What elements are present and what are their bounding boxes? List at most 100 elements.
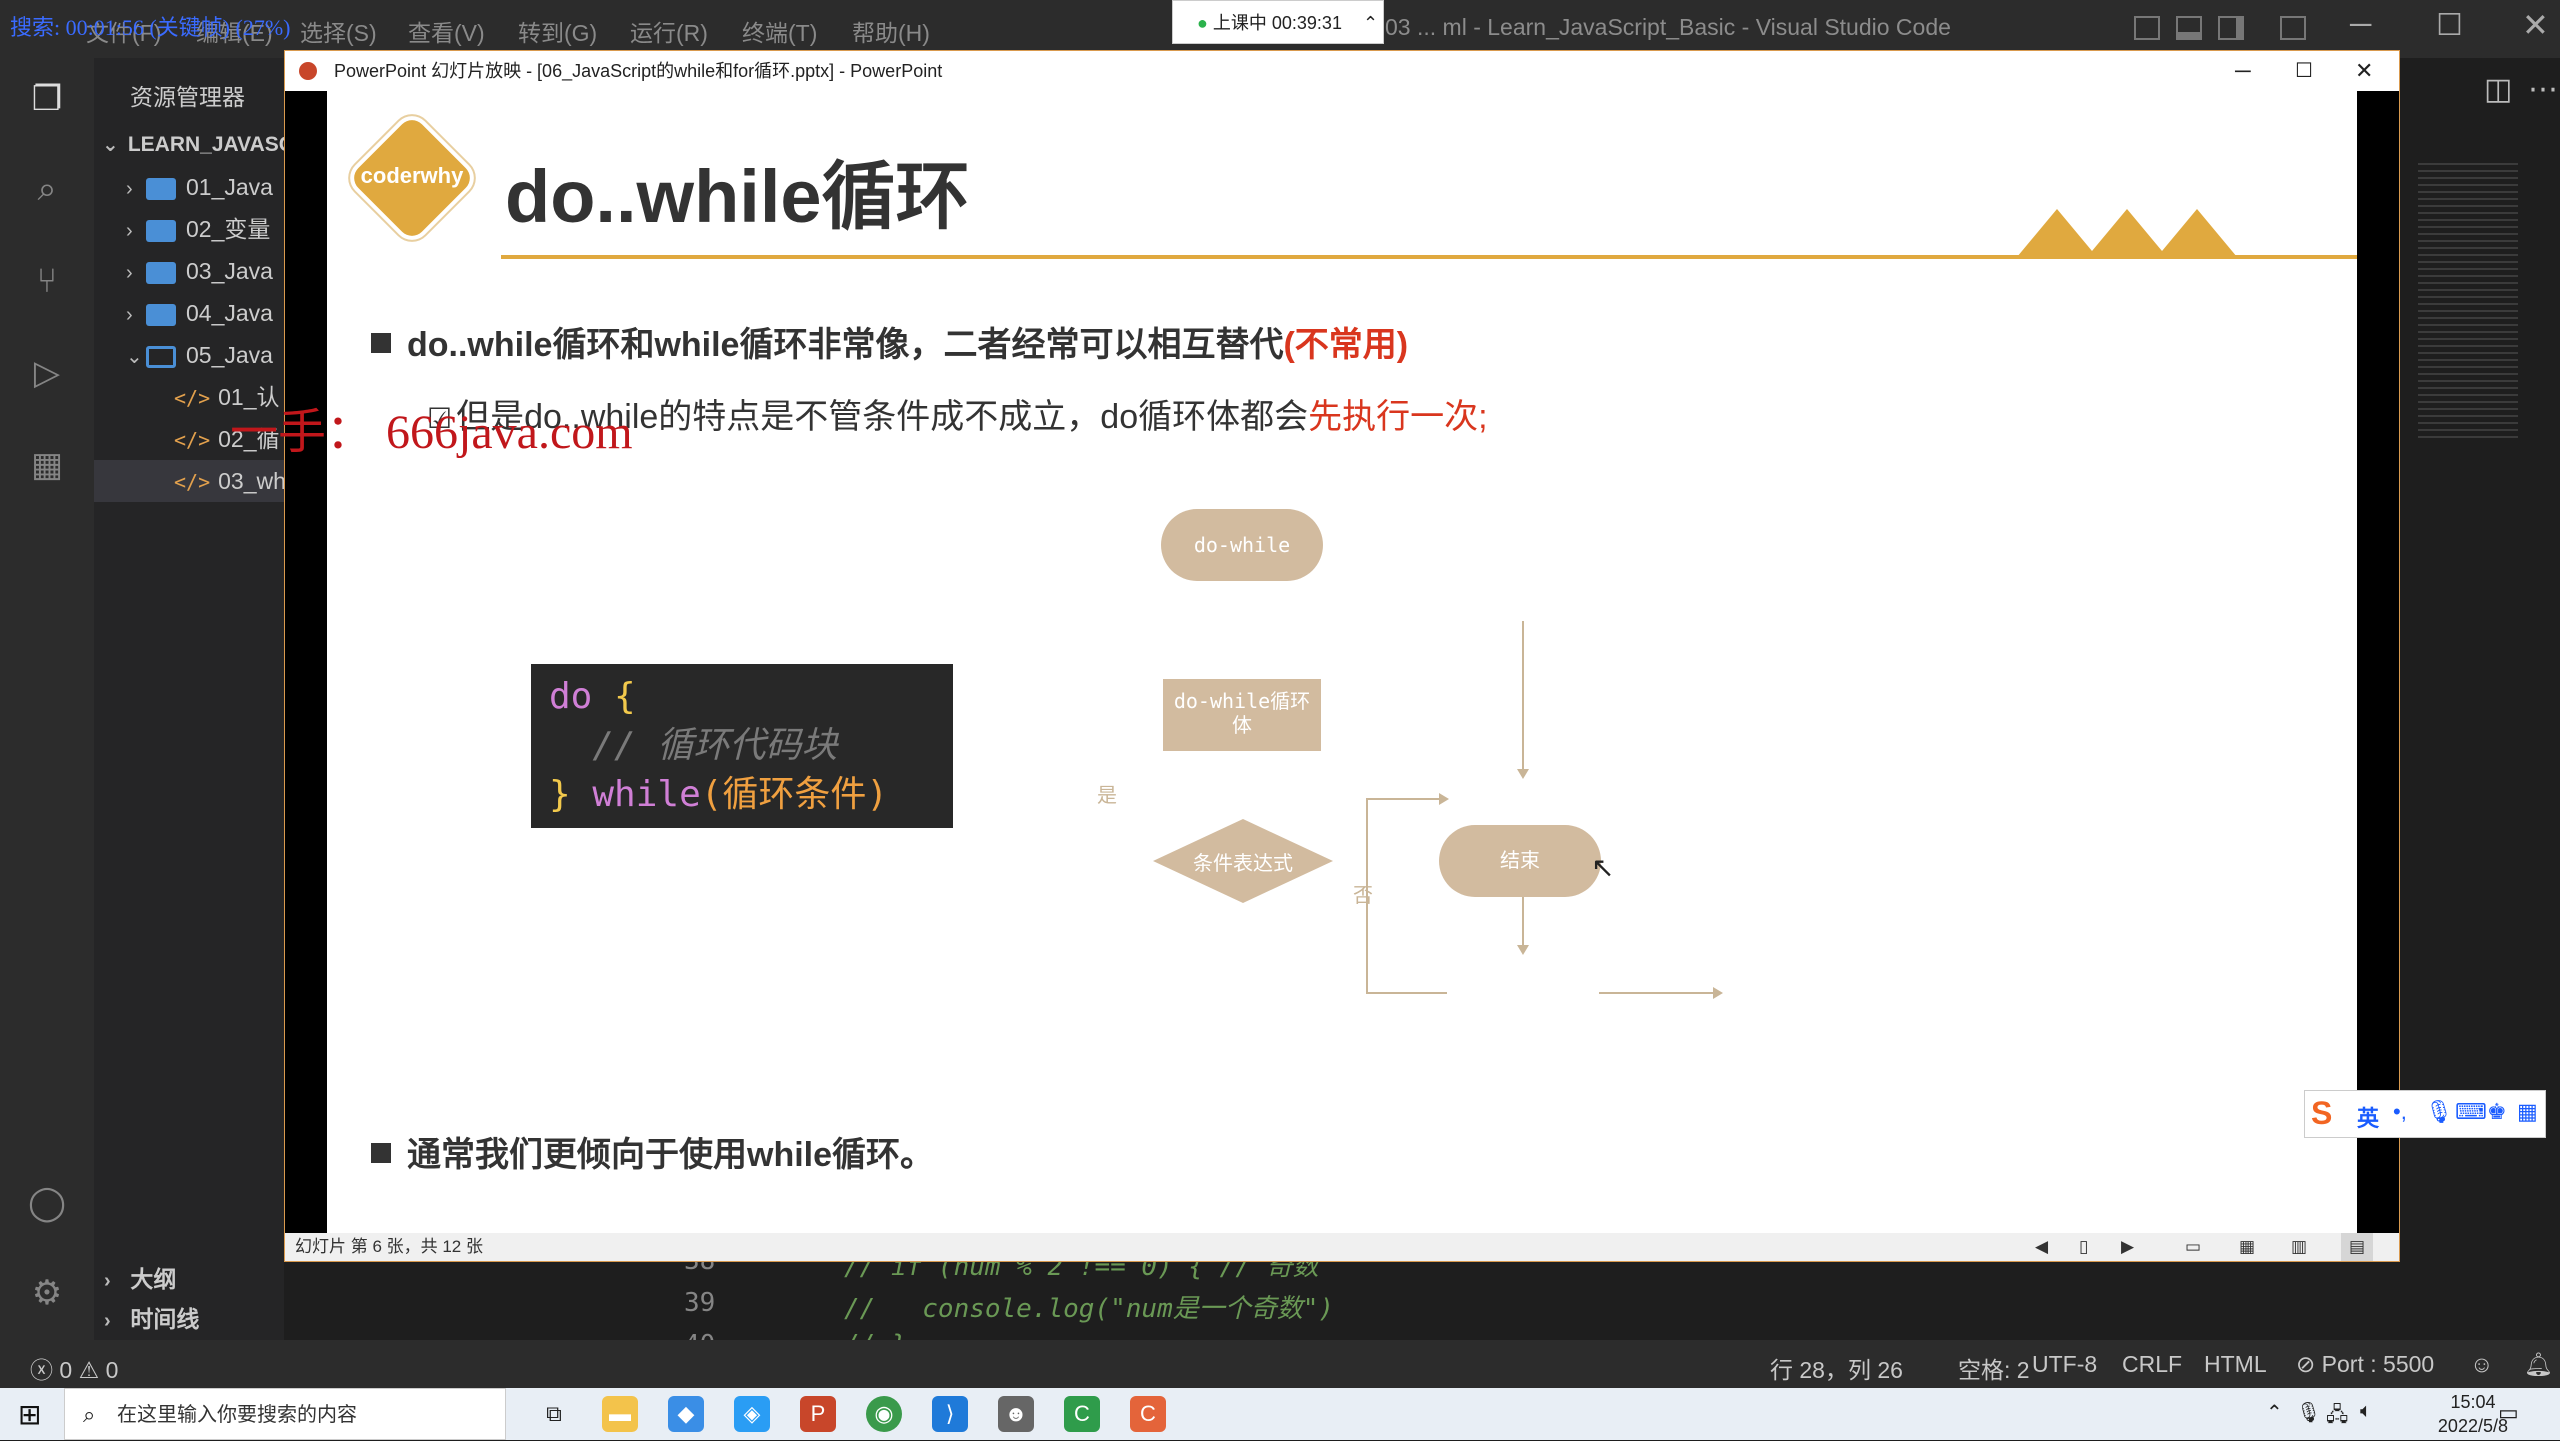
windows-start-icon[interactable]: ⊞ xyxy=(18,1399,42,1430)
live-server-port[interactable]: ⊘ Port : 5500 xyxy=(2296,1351,2435,1377)
editor-right-area: ◫ ⋯ xyxy=(2400,58,2560,1258)
customize-layout-icon[interactable] xyxy=(2280,16,2306,40)
tree-item-folder[interactable]: ⌄05_Java xyxy=(94,334,284,376)
tree-item-folder[interactable]: ›03_Java xyxy=(94,250,284,292)
more-actions-icon[interactable]: ⋯ xyxy=(2528,73,2558,106)
menu-edit[interactable]: 编辑(E) xyxy=(196,20,273,46)
split-editor-icon[interactable]: ◫ xyxy=(2484,73,2513,106)
file-explorer-icon[interactable]: ▬ xyxy=(602,1396,638,1432)
code-line: // if (num % 2 !== 0) { // 奇数 xyxy=(844,1258,1319,1282)
taskbar-clock[interactable]: 15:04 2022/5/8 xyxy=(2437,1392,2508,1436)
menu-view[interactable]: 查看(V) xyxy=(408,20,485,46)
feishu-icon[interactable]: ◈ xyxy=(734,1396,770,1432)
close-icon[interactable]: ✕ xyxy=(2355,58,2374,83)
folder-icon xyxy=(146,219,176,242)
flow-end-node: 结束 xyxy=(1439,825,1601,897)
menu-select[interactable]: 选择(S) xyxy=(300,20,377,46)
recording-indicator[interactable]: ● 上课中 00:39:31 ⌃ xyxy=(1172,0,1384,44)
notification-center-icon[interactable]: ▭ xyxy=(2498,1400,2519,1425)
tree-item-folder[interactable]: ›04_Java xyxy=(94,292,284,334)
vscode-icon[interactable]: ⟩ xyxy=(932,1396,968,1432)
explorer-icon[interactable]: ❐ xyxy=(31,80,63,118)
powerpoint-taskbar-icon[interactable]: P xyxy=(800,1396,836,1432)
punctuation-icon[interactable]: •, xyxy=(2393,1099,2407,1124)
chevron-right-icon: › xyxy=(126,178,133,200)
timeline-section[interactable]: › 时间线 xyxy=(94,1298,284,1340)
user-avatar-icon[interactable]: ☻ xyxy=(998,1396,1034,1432)
ime-lang-toggle[interactable]: 英 xyxy=(2357,1106,2380,1131)
outline-section[interactable]: › 大纲 xyxy=(94,1258,284,1300)
notifications-icon[interactable]: 🔔︎ xyxy=(2524,1351,2554,1377)
extensions-icon[interactable]: ▦ xyxy=(30,446,64,484)
run-debug-icon[interactable]: ▷ xyxy=(33,354,61,392)
previous-slide-icon[interactable]: ◀ xyxy=(2035,1237,2049,1256)
tray-chevron-up-icon[interactable]: ⌃ xyxy=(2266,1402,2283,1424)
chrome-icon[interactable]: ◉ xyxy=(866,1396,902,1432)
slide-counter: 幻灯片 第 6 张，共 12 张 xyxy=(295,1237,483,1256)
minimap[interactable] xyxy=(2418,158,2518,438)
mouse-cursor-icon: ↖ xyxy=(1591,852,1615,883)
volume-icon[interactable]: 🔈︎ xyxy=(2360,1400,2372,1422)
feedback-icon[interactable]: ☺ xyxy=(2470,1351,2494,1377)
tree-item-folder[interactable]: ›02_变量 xyxy=(94,208,284,250)
tree-item-folder[interactable]: ›01_Java xyxy=(94,166,284,208)
chevron-up-icon[interactable]: ⌃ xyxy=(1362,13,1379,33)
normal-view-icon[interactable]: ▭ xyxy=(2185,1237,2202,1256)
slide[interactable]: coderwhy do..while循环 do..while循环和while循环… xyxy=(327,91,2357,1233)
menu-file[interactable]: 文件(F) xyxy=(86,20,162,46)
cursor-position[interactable]: 行 28，列 26 xyxy=(1770,1357,1903,1383)
problems-indicator[interactable]: ⓧ 0 ⚠ 0 xyxy=(30,1357,119,1383)
activity-bar: ❐ ⌕ ⑂ ▷ ▦ ◯ ⚙ xyxy=(0,58,94,1340)
task-view-icon[interactable]: ⧉ xyxy=(546,1401,562,1426)
search-icon[interactable]: ⌕ xyxy=(37,170,57,208)
toggle-secondary-sidebar-icon[interactable] xyxy=(2218,16,2244,40)
slide-show-icon[interactable]: ▤ xyxy=(2341,1233,2374,1261)
flowchart-lines xyxy=(1366,621,1723,999)
slide-menu-icon[interactable]: ▯ xyxy=(2079,1237,2089,1256)
maximize-icon[interactable]: ☐ xyxy=(2436,9,2463,42)
menu-goto[interactable]: 转到(G) xyxy=(518,20,598,46)
line-ending[interactable]: CRLF xyxy=(2122,1351,2183,1377)
next-slide-icon[interactable]: ▶ xyxy=(2121,1237,2135,1256)
language-mode[interactable]: HTML xyxy=(2204,1351,2267,1377)
recorder-app-icon[interactable]: C xyxy=(1130,1396,1166,1432)
tree-item-file[interactable]: </>02_循 xyxy=(174,426,280,452)
account-icon[interactable]: ◯ xyxy=(27,1184,67,1222)
ppt-title-bar: PowerPoint 幻灯片放映 - [06_JavaScript的while和… xyxy=(285,51,2399,91)
tray-mic-icon[interactable]: 🎙︎ xyxy=(2296,1402,2322,1424)
slide-sorter-icon[interactable]: ▦ xyxy=(2239,1237,2256,1256)
status-bar: ⓧ 0 ⚠ 0 行 28，列 26 空格: 2 UTF-8 CRLF HTML … xyxy=(0,1340,2560,1388)
flow-start-node: do-while xyxy=(1161,509,1323,581)
minimize-icon[interactable]: ─ xyxy=(2235,58,2251,83)
reading-view-icon[interactable]: ▥ xyxy=(2291,1237,2308,1256)
keyboard-icon[interactable]: ⌨ xyxy=(2455,1099,2487,1124)
taskbar-search[interactable]: ⌕ 在这里输入你要搜索的内容 xyxy=(64,1388,506,1440)
indentation[interactable]: 空格: 2 xyxy=(1958,1357,2030,1383)
encoding[interactable]: UTF-8 xyxy=(2032,1351,2098,1377)
code-snippet: do { // 循环代码块 } while(循环条件) xyxy=(531,664,953,828)
source-control-icon[interactable]: ⑂ xyxy=(36,262,58,300)
microphone-icon[interactable]: 🎙︎ xyxy=(2425,1099,2453,1124)
code-editor[interactable]: 38 // if (num % 2 !== 0) { // 奇数 39 // c… xyxy=(284,1258,2560,1340)
camtasia-icon[interactable]: C xyxy=(1064,1396,1100,1432)
checkbox-bullet-icon: ☑ xyxy=(427,403,453,434)
toggle-sidebar-icon[interactable] xyxy=(2134,16,2160,40)
minimize-icon[interactable]: ─ xyxy=(2350,8,2372,41)
ime-toolbar: S 英 •, 🎙︎ ⌨ ♚ ▦ xyxy=(2304,1090,2546,1138)
close-icon[interactable]: ✕ xyxy=(2522,7,2549,43)
settings-gear-icon[interactable]: ⚙ xyxy=(31,1274,63,1312)
html-file-icon: </> xyxy=(174,470,211,494)
menu-run[interactable]: 运行(R) xyxy=(630,20,708,46)
network-icon[interactable]: 🖧︎ xyxy=(2326,1404,2349,1426)
tree-item-file[interactable]: </>01_认 xyxy=(174,384,280,410)
workspace-root[interactable]: ⌄ LEARN_JAVASC xyxy=(94,124,284,166)
toggle-panel-icon[interactable] xyxy=(2176,16,2202,40)
toolbox-icon[interactable]: ▦ xyxy=(2517,1099,2538,1124)
powerpoint-window: PowerPoint 幻灯片放映 - [06_JavaScript的while和… xyxy=(284,50,2400,1262)
skin-icon[interactable]: ♚ xyxy=(2487,1099,2507,1124)
app-icon[interactable]: ◆ xyxy=(668,1396,704,1432)
menu-help[interactable]: 帮助(H) xyxy=(852,20,930,46)
menu-terminal[interactable]: 终端(T) xyxy=(742,20,818,46)
maximize-icon[interactable]: ☐ xyxy=(2295,60,2313,82)
tree-item-file-selected[interactable]: </>03_wh xyxy=(94,460,284,502)
